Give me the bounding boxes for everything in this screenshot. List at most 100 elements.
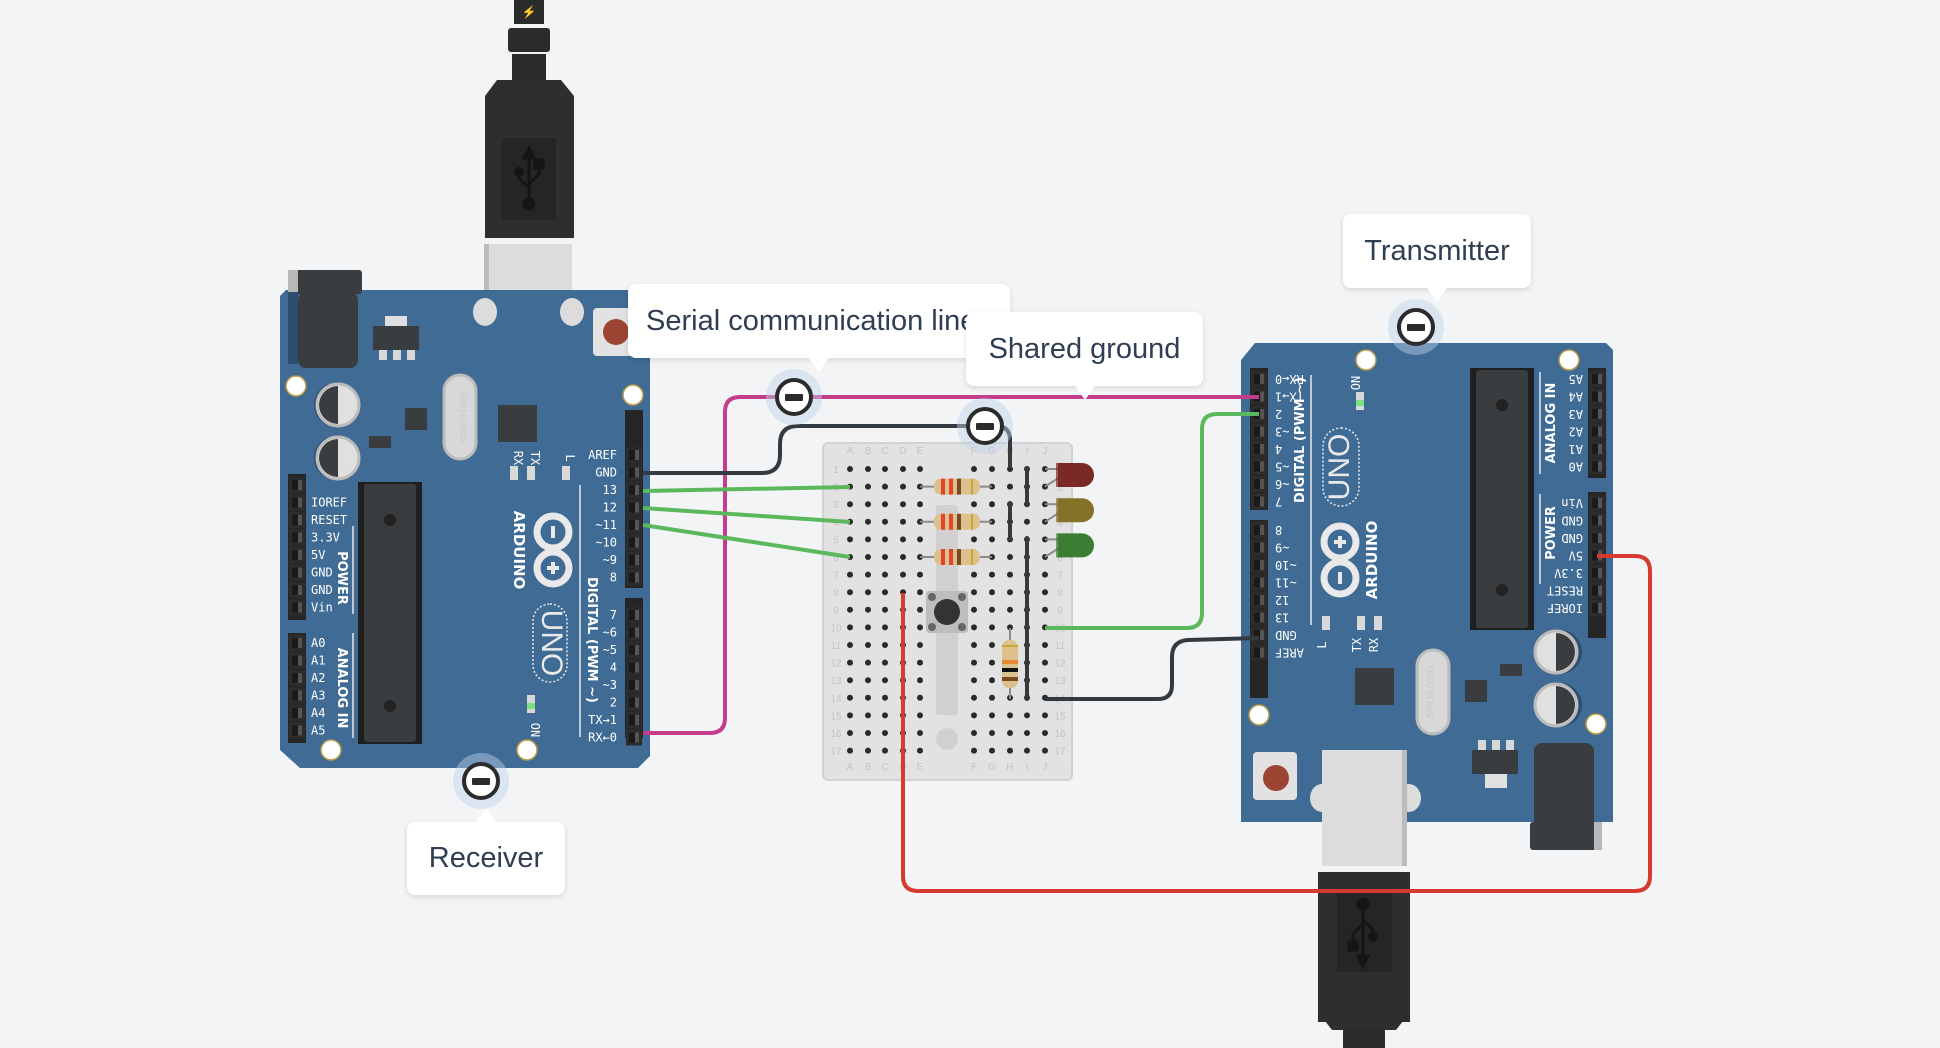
breadboard-hole[interactable] bbox=[882, 518, 888, 525]
breadboard-hole[interactable] bbox=[917, 536, 923, 543]
breadboard-hole[interactable] bbox=[1007, 589, 1013, 596]
breadboard-hole[interactable] bbox=[971, 589, 977, 596]
breadboard-hole[interactable] bbox=[865, 677, 871, 684]
breadboard-hole[interactable] bbox=[989, 659, 995, 666]
breadboard-hole[interactable] bbox=[865, 571, 871, 578]
breadboard-hole[interactable] bbox=[1007, 624, 1013, 631]
header-pin[interactable] bbox=[289, 722, 305, 739]
breadboard-hole[interactable] bbox=[847, 466, 853, 472]
breadboard-hole[interactable] bbox=[917, 624, 923, 631]
header-pin[interactable] bbox=[1251, 522, 1267, 538]
breadboard-hole[interactable] bbox=[847, 677, 853, 684]
header-pin[interactable] bbox=[289, 494, 305, 511]
arduino-transmitter[interactable]: ON UNO ARDUINO L TX RX SPK16.000G bbox=[1241, 343, 1613, 866]
breadboard-hole[interactable] bbox=[847, 624, 853, 631]
breadboard-hole[interactable] bbox=[865, 624, 871, 631]
header-pin[interactable] bbox=[289, 670, 305, 686]
header-pin[interactable] bbox=[1251, 371, 1267, 387]
header-pin[interactable] bbox=[1251, 539, 1267, 556]
breadboard-hole[interactable] bbox=[1007, 571, 1013, 578]
breadboard-hole[interactable] bbox=[917, 712, 923, 719]
breadboard-hole[interactable] bbox=[882, 466, 888, 472]
breadboard-hole[interactable] bbox=[882, 624, 888, 631]
breadboard-hole[interactable] bbox=[847, 606, 853, 613]
header-pin[interactable] bbox=[626, 729, 642, 746]
wire-pin12[interactable] bbox=[642, 506, 851, 524]
breadboard-hole[interactable] bbox=[1042, 677, 1048, 684]
header-pin[interactable] bbox=[289, 512, 305, 528]
header-pin[interactable] bbox=[626, 447, 642, 463]
header-pin[interactable] bbox=[626, 552, 642, 568]
header-pin[interactable] bbox=[1251, 441, 1267, 457]
breadboard-hole[interactable] bbox=[989, 501, 995, 508]
resistor-pulldown[interactable] bbox=[1002, 628, 1018, 699]
breadboard-hole[interactable] bbox=[917, 659, 923, 666]
breadboard-hole[interactable] bbox=[882, 483, 888, 490]
breadboard-hole[interactable] bbox=[900, 466, 906, 472]
header-pin[interactable] bbox=[1589, 512, 1605, 529]
header-pin[interactable] bbox=[1251, 644, 1267, 661]
breadboard-hole[interactable] bbox=[1042, 606, 1048, 613]
breadboard-hole[interactable] bbox=[989, 589, 995, 596]
header-pin[interactable] bbox=[1251, 609, 1267, 626]
breadboard-hole[interactable] bbox=[1042, 659, 1048, 666]
breadboard-hole[interactable] bbox=[865, 659, 871, 666]
breadboard-hole[interactable] bbox=[989, 536, 995, 543]
breadboard-hole[interactable] bbox=[1042, 730, 1048, 736]
header-pin[interactable] bbox=[1589, 371, 1605, 387]
header-pin[interactable] bbox=[1589, 530, 1605, 546]
breadboard-hole[interactable] bbox=[917, 642, 923, 648]
breadboard-hole[interactable] bbox=[865, 747, 871, 754]
header-pin[interactable] bbox=[1589, 600, 1605, 616]
breadboard-hole[interactable] bbox=[989, 677, 995, 684]
breadboard-hole[interactable] bbox=[971, 642, 977, 648]
header-pin[interactable] bbox=[626, 482, 642, 498]
breadboard-hole[interactable] bbox=[989, 606, 995, 613]
breadboard-hole[interactable] bbox=[900, 518, 906, 525]
header-pin[interactable] bbox=[289, 477, 305, 493]
breadboard-hole[interactable] bbox=[917, 501, 923, 508]
breadboard-hole[interactable] bbox=[971, 606, 977, 613]
breadboard-hole[interactable] bbox=[865, 606, 871, 613]
header-pin[interactable] bbox=[1589, 582, 1605, 599]
header-pin[interactable] bbox=[289, 564, 305, 581]
breadboard-hole[interactable] bbox=[917, 747, 923, 754]
breadboard-hole[interactable] bbox=[847, 694, 853, 701]
breadboard-hole[interactable] bbox=[900, 554, 906, 560]
wire-serial[interactable] bbox=[643, 395, 1259, 735]
breadboard-hole[interactable] bbox=[989, 747, 995, 754]
wire-pin11[interactable] bbox=[642, 523, 851, 559]
breadboard-hole[interactable] bbox=[900, 536, 906, 543]
breadboard-hole[interactable] bbox=[1024, 747, 1030, 754]
breadboard-hole[interactable] bbox=[865, 642, 871, 648]
green-led[interactable] bbox=[1044, 533, 1094, 558]
header-pin[interactable] bbox=[1251, 574, 1267, 591]
wire-ground-transmitter[interactable] bbox=[1045, 636, 1260, 701]
header-pin[interactable] bbox=[289, 529, 305, 546]
header-pin[interactable] bbox=[1589, 388, 1605, 405]
breadboard-hole[interactable] bbox=[989, 694, 995, 701]
breadboard-hole[interactable] bbox=[847, 536, 853, 543]
breadboard-hole[interactable] bbox=[882, 589, 888, 596]
header-pin[interactable] bbox=[1589, 406, 1605, 422]
breadboard-hole[interactable] bbox=[1042, 712, 1048, 719]
breadboard-hole[interactable] bbox=[882, 747, 888, 754]
red-led[interactable] bbox=[1044, 463, 1094, 488]
breadboard-hole[interactable] bbox=[1042, 571, 1048, 578]
breadboard-hole[interactable] bbox=[989, 466, 995, 472]
collapse-note-transmitter-icon[interactable] bbox=[1397, 308, 1435, 346]
header-pin[interactable] bbox=[626, 607, 642, 623]
breadboard-hole[interactable] bbox=[865, 466, 871, 472]
collapse-note-receiver-icon[interactable] bbox=[462, 762, 500, 800]
breadboard-hole[interactable] bbox=[917, 730, 923, 736]
breadboard-hole[interactable] bbox=[882, 606, 888, 613]
breadboard-hole[interactable] bbox=[882, 571, 888, 578]
callout-shared-ground[interactable]: Shared ground bbox=[966, 312, 1203, 400]
breadboard-hole[interactable] bbox=[917, 694, 923, 701]
breadboard-hole[interactable] bbox=[882, 712, 888, 719]
header-pin[interactable] bbox=[626, 712, 642, 728]
header-pin[interactable] bbox=[626, 517, 642, 533]
breadboard-hole[interactable] bbox=[1007, 606, 1013, 613]
header-pin[interactable] bbox=[289, 687, 305, 704]
